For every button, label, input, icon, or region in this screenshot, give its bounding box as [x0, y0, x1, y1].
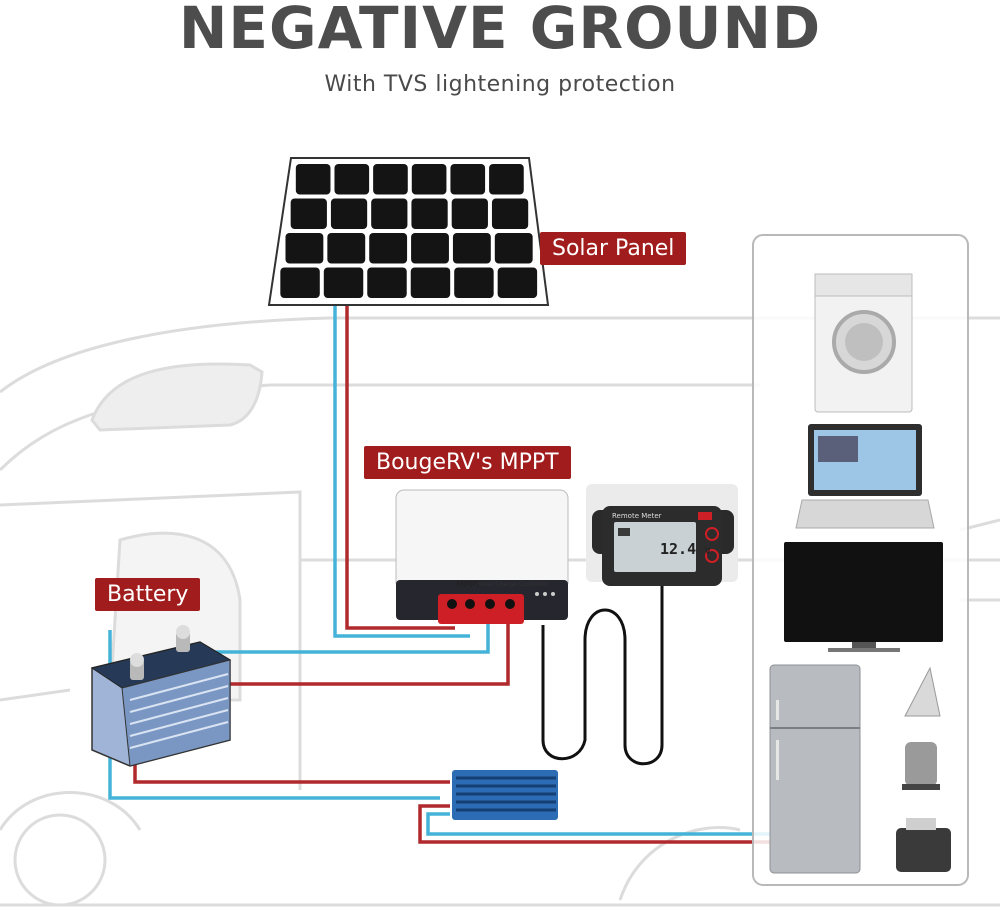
- solar-positive-wire: [345, 305, 455, 630]
- mppt-label: BougeRV's MPPT: [364, 446, 571, 479]
- remote-meter-reading: 12.4 V: [660, 540, 711, 558]
- solar-cell: [330, 198, 368, 229]
- mppt-controller: [395, 489, 569, 624]
- iron: [904, 666, 941, 717]
- inverter: [452, 770, 558, 820]
- solar-cell: [373, 164, 408, 195]
- meter-unit: V: [705, 547, 711, 557]
- refrigerator: [769, 664, 861, 874]
- page-title: NEGATIVE GROUND: [178, 0, 822, 62]
- remote-meter-title: Remote Meter: [612, 512, 662, 520]
- solar-cell: [489, 164, 524, 195]
- solar-negative-wire: [333, 305, 470, 638]
- solar-cell: [371, 198, 408, 229]
- load-negative-wire: [426, 812, 770, 836]
- solar-cell: [450, 164, 486, 195]
- solar-cell: [367, 267, 407, 298]
- solar-cell: [451, 198, 488, 229]
- solar-panel: [267, 157, 550, 306]
- solar-cell: [411, 233, 449, 264]
- battery-positive-wire: [138, 622, 510, 686]
- solar-cell: [454, 267, 494, 298]
- remote-meter-cable: [541, 582, 664, 766]
- solar-cell: [369, 233, 408, 264]
- controller-caption: Solar Charge Controller: [478, 581, 549, 588]
- solar-cell: [323, 267, 364, 298]
- laptop: [795, 424, 935, 529]
- solar-panel-label: Solar Panel: [540, 232, 687, 265]
- appliance-panel: [752, 234, 969, 886]
- solar-cell: [290, 198, 327, 229]
- solar-cell: [327, 233, 366, 264]
- solar-cell: [494, 233, 533, 264]
- solar-cell: [491, 198, 529, 229]
- toaster: [896, 818, 951, 872]
- solar-cell: [410, 267, 451, 298]
- television: [784, 542, 943, 652]
- solar-cell: [285, 233, 324, 264]
- kettle: [902, 742, 940, 790]
- battery-label: Battery: [95, 578, 201, 611]
- solar-cell: [334, 164, 370, 195]
- solar-cell: [295, 164, 331, 195]
- controller-brand: MPPT: [456, 580, 482, 589]
- battery-negative-wire: [185, 622, 490, 654]
- solar-cell: [411, 164, 447, 195]
- battery: [90, 625, 232, 767]
- washing-machine: [814, 273, 913, 413]
- solar-cell: [452, 233, 491, 264]
- load-positive-wire: [418, 804, 770, 844]
- meter-value: 12.4: [660, 540, 697, 558]
- solar-cell: [280, 267, 320, 298]
- remote-meter: [586, 484, 738, 586]
- solar-cell: [497, 267, 538, 298]
- page-subtitle: With TVS lightening protection: [324, 72, 676, 97]
- solar-cell: [411, 198, 448, 229]
